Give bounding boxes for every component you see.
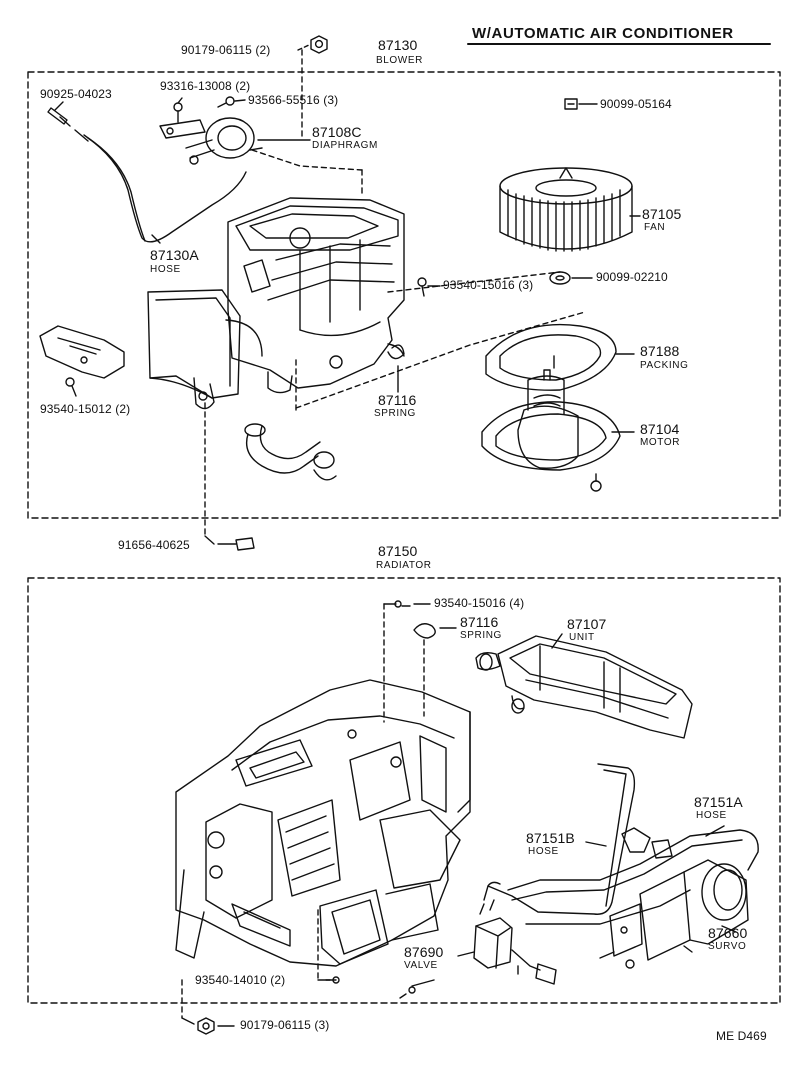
screw-b-icon [217,96,235,108]
diaphragm-number: 87108C [312,124,362,140]
hose-b-icon [483,763,636,915]
nut-top-icon [310,35,328,54]
spring-rad-icon [413,623,436,639]
vacuum-hose-icon [74,129,247,243]
nut-bottom-icon [197,1017,215,1035]
radiator-frame [27,577,781,1004]
packing-name: PACKING [640,360,689,371]
screw-rad-bottom2-icon [399,986,416,999]
rad-spring-name: SPRING [460,630,502,641]
hose-number: 87130A [150,247,199,263]
clip-mid-icon [549,271,571,285]
motor-name: MOTOR [640,437,681,448]
clip-top-label: 90099-05164 [600,97,672,111]
blower-motor-icon [481,369,621,492]
hose-b-name: HOSE [528,846,559,857]
blower-fan-icon [499,167,633,252]
hose-a-icon [507,827,759,925]
servo-name: SURVO [708,941,747,952]
page-title: W/AUTOMATIC AIR CONDITIONER [472,25,734,42]
vacuum-valve-icon [473,899,557,985]
valve-name: VALVE [404,960,438,971]
bracket-left-icon [39,325,125,379]
diaphragm-name: DIAPHRAGM [312,140,378,151]
hose-end-icon [47,107,71,127]
rad-screw-b-label: 93540-14010 (2) [195,973,286,987]
blower-duct-icon [147,289,263,410]
screw-a-label: 93316-13008 (2) [160,79,251,93]
clip-top-icon [564,98,578,110]
servo-motor-icon [599,859,749,969]
diaphragm-actuator-icon [159,117,263,165]
hose-b-number: 87151B [526,830,575,846]
radiator-case-icon [175,679,471,967]
screw-c-label: 93540-15016 (3) [443,278,534,292]
unit-name: UNIT [569,632,595,643]
hose-a-number: 87151A [694,794,743,810]
screw-d-label: 93540-15012 (2) [40,402,131,416]
duct-hose-icon [244,423,337,481]
screw-d-icon [65,377,77,397]
radiator-name: RADIATOR [376,560,432,571]
rad-screw-a-label: 93540-15016 (4) [434,596,525,610]
bolt-label: 91656-40625 [118,538,190,552]
servo-number: 87660 [708,925,748,941]
packing-number: 87188 [640,343,680,359]
screw-c-icon [417,277,427,297]
bolt-icon [217,537,255,551]
heater-unit-icon [475,635,693,739]
hose-a-name: HOSE [696,810,727,821]
screw-b-label: 93566-55516 (3) [248,93,339,107]
motor-number: 87104 [640,421,680,437]
fan-number: 87105 [642,206,682,222]
spring-blower-name: SPRING [374,408,416,419]
footer-code: ME D469 [716,1029,767,1043]
hose-end-label: 90925-04023 [40,87,112,101]
blower-name: BLOWER [376,55,423,66]
blower-number: 87130 [378,37,418,53]
fan-name: FAN [644,222,666,233]
blower-frame [27,71,781,519]
screw-rad-icon [394,600,411,608]
rad-spring-number: 87116 [460,614,499,630]
spring-blower-number: 87116 [378,392,417,408]
nut-bottom-label: 90179-06115 (3) [240,1018,330,1032]
valve-number: 87690 [404,944,444,960]
packing-gasket-icon [485,323,617,391]
screw-a-icon [173,102,183,123]
nut-top-label: 90179-06115 (2) [181,43,271,57]
radiator-number: 87150 [378,543,418,559]
blower-case-icon [227,197,405,394]
spring-blower-icon [387,344,405,360]
hose-name: HOSE [150,264,181,275]
clip-mid-label: 90099-02210 [596,270,668,284]
unit-number: 87107 [567,616,607,632]
